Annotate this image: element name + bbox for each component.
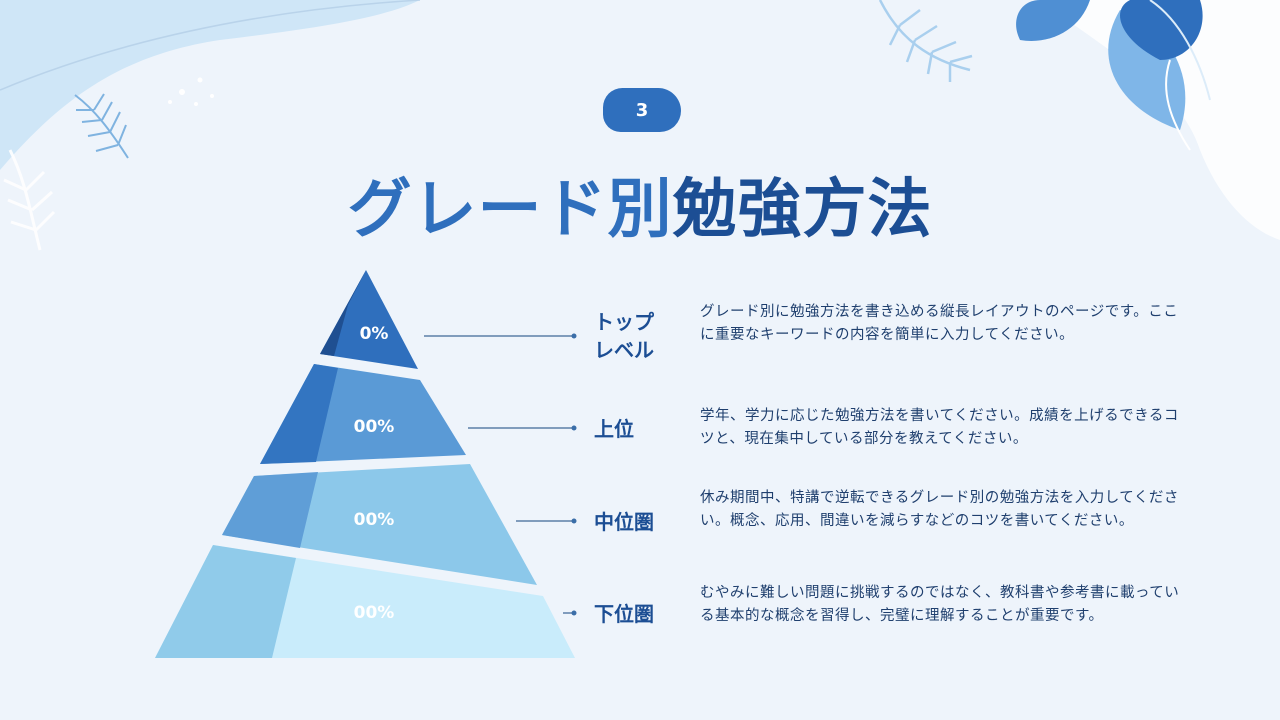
level-description-bottom: むやみに難しい問題に挑戦するのではなく、教科書や参考書に載っている基本的な概念を… <box>700 585 1180 624</box>
connector-lines <box>424 333 577 616</box>
level-description-top: グレード別に勉強方法を書き込める縦長レイアウトのページです。ここに重要なキーワー… <box>700 304 1179 343</box>
page-number: 3 <box>635 99 649 121</box>
leaf-decoration-top-right-light <box>878 0 973 82</box>
tier-upper-percent: 00% <box>353 417 395 437</box>
dots-decoration <box>168 77 214 106</box>
pyramid-tier-middle <box>222 464 537 585</box>
pyramid-tier-bottom <box>155 545 575 658</box>
level-description-upper: 学年、学力に応じた勉強方法を書いてください。成績を上げるできるコツと、現在集中し… <box>700 408 1179 447</box>
wave-line-top-left <box>0 0 421 91</box>
page-number-badge: 3 <box>603 88 681 132</box>
title-part-1: グレード別 <box>347 173 673 247</box>
leaf-decoration-top-left <box>74 93 129 159</box>
wave-top-right <box>1040 0 1280 240</box>
level-label-bottom: 下位圏 <box>594 602 654 626</box>
tier-top-percent: 0% <box>359 324 389 344</box>
wave-top-left <box>0 0 420 170</box>
tier-middle-percent: 00% <box>353 510 395 530</box>
level-label-top: トップ レベル <box>594 310 654 362</box>
level-label-middle: 中位圏 <box>594 510 654 534</box>
level-description-middle: 休み期間中、特講で逆転できるグレード別の勉強方法を入力してください。概念、応用、… <box>700 490 1179 529</box>
leaf-decoration-top-right <box>1016 0 1211 151</box>
pyramid-tier-upper <box>260 364 466 464</box>
page-title: グレード別勉強方法 <box>0 158 1280 250</box>
level-label-upper: 上位 <box>594 417 634 441</box>
pyramid-tier-top <box>320 270 418 369</box>
title-part-2: 勉強方法 <box>672 173 933 247</box>
tier-bottom-percent: 00% <box>353 603 395 623</box>
leaf-decoration-left-white <box>3 149 56 251</box>
